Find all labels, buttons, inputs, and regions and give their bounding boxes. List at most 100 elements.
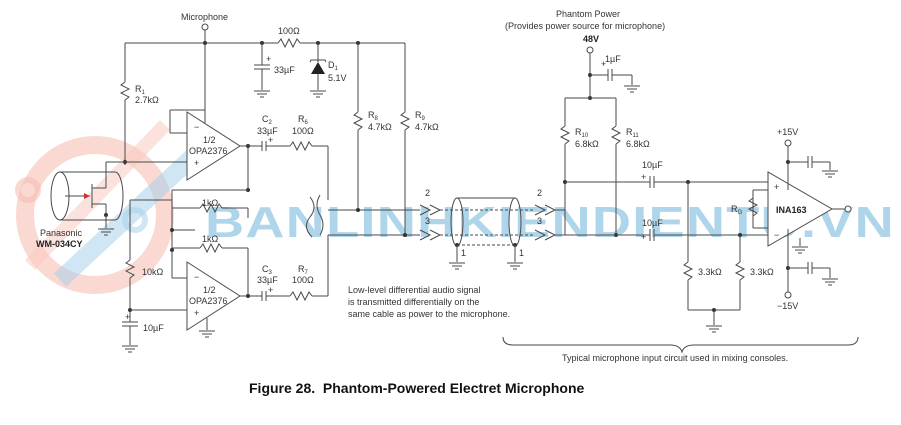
svg-text:R7: R7 [298,264,309,276]
resistor-feedback-b-label: 1kΩ [202,234,219,244]
svg-text:+: + [268,135,273,145]
figure-caption: Figure 28. Phantom-Powered Electret Micr… [249,380,584,396]
resistor-r10 [559,125,571,145]
svg-text:R11: R11 [626,127,639,139]
svg-text:+: + [268,285,273,295]
opamp-lower [186,261,241,331]
resistor-r11 [610,125,622,145]
svg-text:−: − [774,230,779,240]
resistor-rg [747,197,759,217]
console-brace [502,336,859,354]
resistor-pulldown-a-label: 3.3kΩ [698,267,722,277]
watermark [15,120,207,294]
watermark-logo-slash [24,120,171,270]
microphone-terminal [201,23,209,31]
preamp-section: Microphone 100Ω + 33µF D1 5.1V R1 2. [36,12,439,353]
svg-text:+: + [641,172,646,182]
mic-model-label: WM-034CY [36,239,83,249]
svg-text:−: − [194,272,199,282]
opamp-upper-part: OPA2376 [189,146,227,156]
twisted-pair [316,194,324,236]
cable-note-line1: Low-level differential audio signal [348,285,480,295]
resistor-feedback-1k-a [199,202,223,214]
opamp-lower-half: 1/2 [203,285,216,295]
svg-text:R1: R1 [135,84,146,96]
output-terminal [844,205,852,213]
pin2-left: 2 [425,188,430,198]
capacitor-input-a-label: 10µF [642,160,663,170]
cable-note-line2: is transmitted differentially on the [348,297,479,307]
resistor-r6 [289,140,313,152]
opamp-upper-half: 1/2 [203,135,216,145]
ina163-label: INA163 [776,205,807,215]
resistor-feedback-a-label: 1kΩ [202,198,219,208]
supply-positive-terminal [784,139,792,147]
resistor-r7-value: 100Ω [292,275,314,285]
phantom-subtitle: (Provides power source for microphone) [505,21,665,31]
svg-text:+: + [194,308,199,318]
svg-text:+: + [266,54,271,64]
svg-text:R10: R10 [575,127,589,139]
cable-note-line3: same cable as power to the microphone. [348,309,510,319]
resistor-pulldown-b-label: 3.3kΩ [750,267,774,277]
resistor-100-top [277,37,301,49]
resistor-r8 [352,111,364,131]
phantom-title: Phantom Power [556,9,620,19]
resistor-feedback-1k-b [199,242,223,254]
opamp-upper [186,111,241,181]
svg-text:C3: C3 [262,264,273,276]
capacitor-input-b-label: 10µF [642,218,663,228]
ina163-amplifier [767,171,833,247]
resistor-r1-value: 2.7kΩ [135,95,159,105]
capacitor-bias-label: 10µF [143,323,164,333]
svg-text:R8: R8 [368,110,379,122]
resistor-r1 [119,81,131,101]
svg-text:R6: R6 [298,114,309,126]
svg-text:+: + [774,182,779,192]
resistor-r9-value: 4.7kΩ [415,122,439,132]
watermark-logo-dot [15,177,41,203]
resistor-bias-10k [124,259,136,279]
svg-text:+: + [194,158,199,168]
supply-negative-terminal [784,291,792,299]
opamp-lower-part: OPA2376 [189,296,227,306]
resistor-r7 [289,290,313,302]
svg-text:+: + [601,59,606,69]
jfet-arrow [84,193,90,199]
svg-text:C2: C2 [262,114,273,126]
watermark-logo-ring [16,136,174,294]
resistor-r9 [399,111,411,131]
svg-text:D1: D1 [328,60,339,72]
zener-d1-value: 5.1V [328,73,347,83]
svg-text:+: + [125,312,130,322]
capacitor-c2-value: 33µF [257,126,278,136]
svg-text:−: − [194,122,199,132]
console-note: Typical microphone input circuit used in… [562,353,788,363]
pin3-right: 3 [537,216,542,226]
watermark-logo-dot-blue [122,207,148,233]
capacitor-phantom-label: 1µF [605,54,621,64]
cable-section: 2 3 1 1 2 3 Low-level differential audio… [348,188,557,319]
resistor-bias-label: 10kΩ [142,267,164,277]
mic-maker-label: Panasonic [40,228,83,238]
phantom-voltage: 48V [583,34,599,44]
microphone-label: Microphone [181,12,228,22]
resistor-r11-value: 6.8kΩ [626,139,650,149]
resistor-pulldown-b [734,261,746,281]
resistor-100-top-label: 100Ω [278,26,300,36]
resistor-r6-value: 100Ω [292,126,314,136]
resistor-r10-value: 6.8kΩ [575,139,599,149]
console-section: Phantom Power (Provides power source for… [502,9,859,363]
zener-diode-d1 [311,62,325,74]
capacitor-33uf-top-label: 33µF [274,65,295,75]
resistor-pulldown-a [682,261,694,281]
capacitor-c3-value: 33µF [257,275,278,285]
pin1-right: 1 [519,248,524,258]
svg-text:RG: RG [731,204,743,216]
resistor-r8-value: 4.7kΩ [368,122,392,132]
pin3-left: 3 [425,216,430,226]
phantom-terminal [586,46,594,54]
svg-text:+: + [641,232,646,242]
pin1-left: 1 [461,248,466,258]
